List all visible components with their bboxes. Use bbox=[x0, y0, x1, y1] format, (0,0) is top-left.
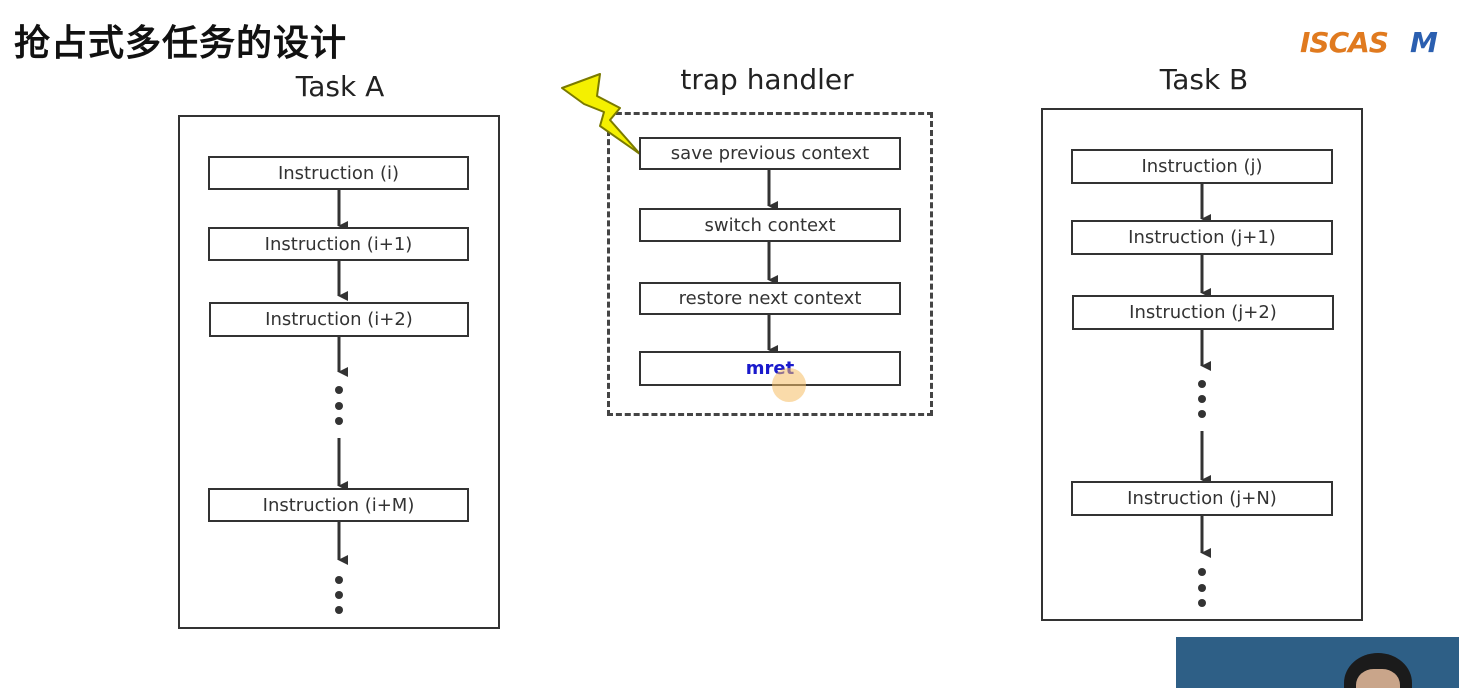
task-a-instruction: Instruction (i+2) bbox=[209, 302, 469, 337]
presenter-webcam bbox=[1176, 637, 1459, 688]
presenter-face bbox=[1356, 669, 1400, 688]
lightning-bolt-icon bbox=[561, 73, 641, 155]
task-b-frame bbox=[1041, 108, 1363, 621]
logo-tail: M bbox=[1409, 26, 1438, 59]
task-a-frame bbox=[178, 115, 500, 629]
task-a-instruction: Instruction (i) bbox=[208, 156, 469, 190]
task-a-title: Task A bbox=[295, 70, 385, 103]
ellipsis-b-1 bbox=[1198, 380, 1206, 418]
ellipsis-a-1 bbox=[335, 386, 343, 425]
trap-handler-title: trap handler bbox=[680, 63, 854, 96]
trap-handler-frame bbox=[607, 112, 933, 416]
task-b-instruction: Instruction (j+N) bbox=[1071, 481, 1333, 516]
ellipsis-a-2 bbox=[335, 576, 343, 614]
slide-title: 抢占式多任务的设计 bbox=[14, 23, 348, 64]
trap-step-restore-context: restore next context bbox=[639, 282, 901, 315]
task-b-instruction: Instruction (j) bbox=[1071, 149, 1333, 184]
trap-step-switch-context: switch context bbox=[639, 208, 901, 242]
trap-step-mret: mret bbox=[639, 351, 901, 386]
task-a-instruction: Instruction (i+1) bbox=[208, 227, 469, 261]
task-b-title: Task B bbox=[1159, 63, 1249, 96]
pointer-highlight bbox=[772, 368, 806, 402]
iscas-logo: ISCAS M bbox=[1300, 26, 1438, 59]
task-b-instruction: Instruction (j+1) bbox=[1071, 220, 1333, 255]
task-b-instruction: Instruction (j+2) bbox=[1072, 295, 1334, 330]
logo-text: ISCAS bbox=[1300, 26, 1389, 59]
ellipsis-b-2 bbox=[1198, 568, 1206, 607]
task-a-instruction: Instruction (i+M) bbox=[208, 488, 469, 522]
trap-step-save-context: save previous context bbox=[639, 137, 901, 170]
